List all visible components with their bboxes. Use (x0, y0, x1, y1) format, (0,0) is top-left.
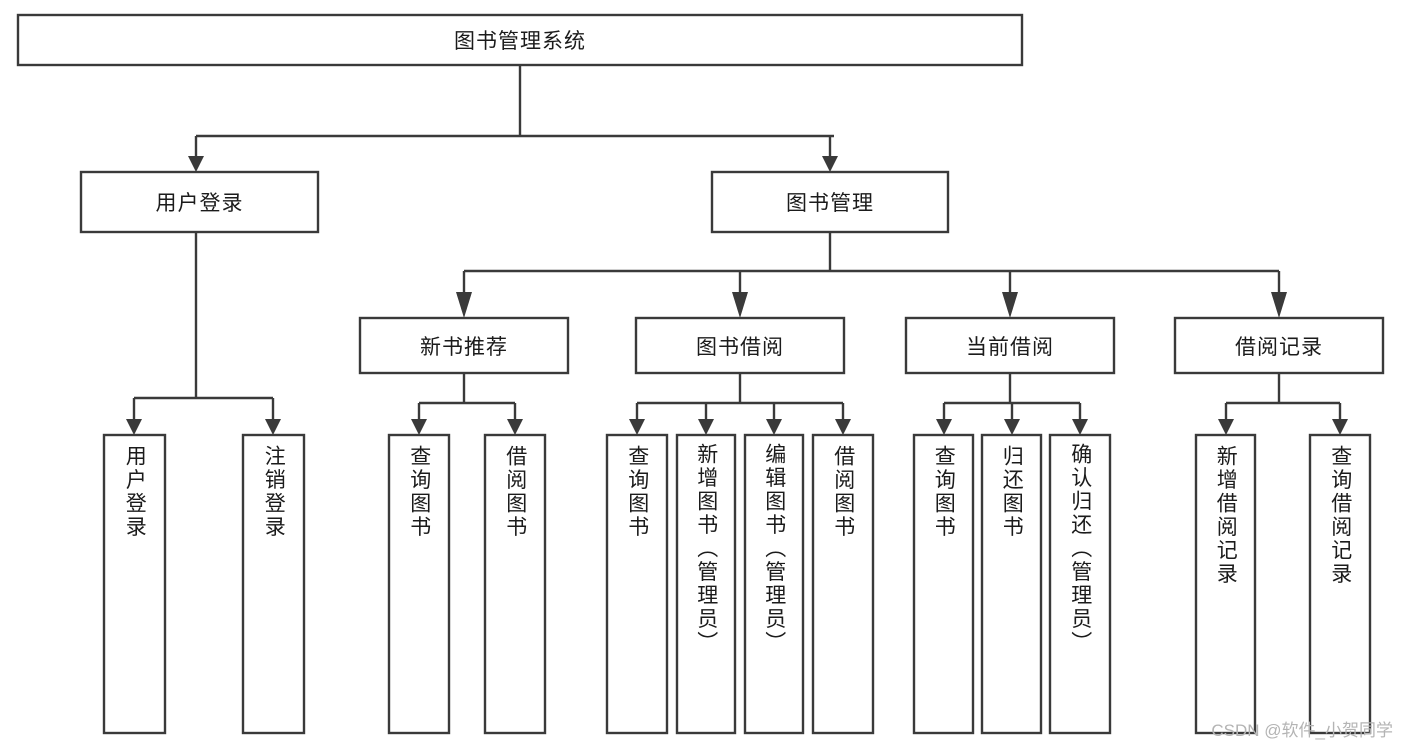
node-borrow-record[interactable] (1173, 316, 1385, 375)
arrow-to-leaf-b4 (835, 419, 851, 435)
arrow-to-leaf-b3 (766, 419, 782, 435)
leaf-borrow-record-1[interactable] (1308, 433, 1372, 735)
connector-layer (126, 65, 1348, 435)
node-user-login[interactable] (79, 170, 320, 234)
leaf-book-borrow-1[interactable] (675, 433, 737, 735)
arrow-to-leaf-c2 (1004, 419, 1020, 435)
arrow-to-user-login (188, 156, 204, 172)
leaf-book-borrow-0[interactable] (605, 433, 669, 735)
arrow-to-current-borrow (1002, 292, 1018, 318)
leaf-current-borrow-2[interactable] (1048, 433, 1112, 735)
arrow-to-leaf-c1 (936, 419, 952, 435)
leaf-user-login-0[interactable] (102, 433, 167, 735)
arrow-to-book-mgmt (822, 156, 838, 172)
arrow-to-leaf-u1 (126, 419, 142, 435)
node-current-borrow[interactable] (904, 316, 1116, 375)
node-book-borrow[interactable] (634, 316, 846, 375)
leaf-book-borrow-3[interactable] (811, 433, 875, 735)
arrow-to-leaf-r2 (1332, 419, 1348, 435)
arrow-to-leaf-b1 (629, 419, 645, 435)
leaf-current-borrow-0[interactable] (912, 433, 975, 735)
leaf-new-book-1[interactable] (483, 433, 547, 735)
leaf-book-borrow-2[interactable] (743, 433, 805, 735)
leaf-borrow-record-0[interactable] (1194, 433, 1257, 735)
arrow-to-book-borrow (732, 292, 748, 318)
arrow-to-leaf-u2 (265, 419, 281, 435)
arrow-to-borrow-record (1271, 292, 1287, 318)
leaf-current-borrow-1[interactable] (980, 433, 1043, 735)
arrow-to-new-book (456, 292, 472, 318)
arrow-to-leaf-n1 (411, 419, 427, 435)
node-root[interactable] (16, 13, 1024, 67)
arrow-to-leaf-r1 (1218, 419, 1234, 435)
leaf-new-book-0[interactable] (387, 433, 451, 735)
arrow-to-leaf-c3 (1072, 419, 1088, 435)
node-layer (16, 13, 1385, 735)
node-new-book-recommend[interactable] (358, 316, 570, 375)
leaf-user-login-1[interactable] (241, 433, 306, 735)
arrow-to-leaf-b2 (698, 419, 714, 435)
node-book-management[interactable] (710, 170, 950, 234)
arrow-to-leaf-n2 (507, 419, 523, 435)
